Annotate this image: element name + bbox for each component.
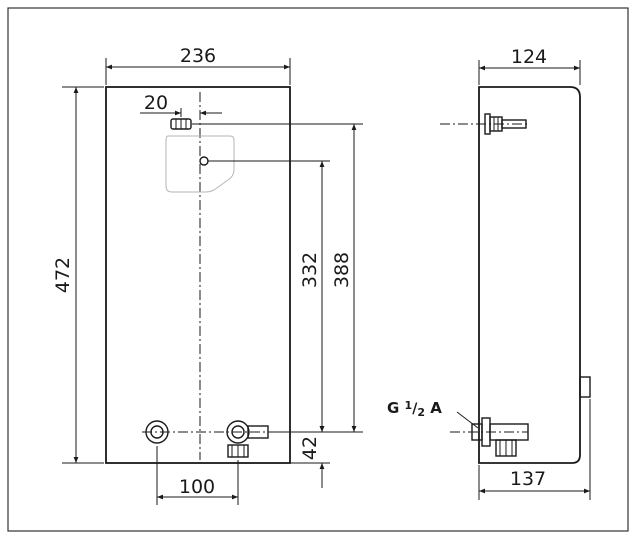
top-hanger <box>170 118 192 130</box>
dim-388-label: 388 <box>331 252 353 288</box>
dim-depth-total-label: 137 <box>510 468 546 490</box>
frame-border <box>7 7 629 532</box>
dim-depth-total: 137 <box>478 399 591 500</box>
front-housing-outline <box>105 86 291 464</box>
thread-label-prefix: G <box>387 399 405 417</box>
dim-width-label: 236 <box>180 45 216 67</box>
right-bottom-fitting <box>226 420 269 458</box>
side-top-fitting <box>440 113 528 135</box>
side-bottom-fitting <box>450 417 529 457</box>
dim-42-label: 42 <box>299 436 321 460</box>
dim-width: 236 <box>105 45 291 85</box>
side-view: G 1/2 A 124 137 <box>387 46 591 500</box>
dim-42: 42 <box>299 400 325 488</box>
dim-offset: 20 <box>140 92 222 117</box>
thread-label: G 1/2 A <box>387 399 442 419</box>
dim-spacing-label: 100 <box>179 476 215 498</box>
dim-offset-label: 20 <box>144 92 168 114</box>
thread-leader <box>456 411 479 429</box>
dim-height: 472 <box>52 86 104 464</box>
dim-388: 388 <box>331 124 357 432</box>
dim-332: 332 <box>299 161 325 432</box>
dim-height-label: 472 <box>52 257 74 293</box>
side-bump <box>579 376 591 398</box>
side-housing-outline <box>478 86 581 464</box>
mounting-plate-outline <box>165 135 235 193</box>
mounting-hole <box>199 156 209 166</box>
dim-depth-label: 124 <box>511 46 547 68</box>
thread-frac-den: 2 <box>417 406 425 419</box>
dim-spacing: 100 <box>156 446 239 505</box>
dim-depth: 124 <box>478 46 581 85</box>
thread-label-suffix: A <box>425 399 442 417</box>
dim-332-label: 332 <box>299 252 321 288</box>
thread-frac-slash: / <box>412 401 418 417</box>
front-view: 236 472 20 332 388 <box>52 45 363 505</box>
thread-frac-num: 1 <box>405 399 413 412</box>
